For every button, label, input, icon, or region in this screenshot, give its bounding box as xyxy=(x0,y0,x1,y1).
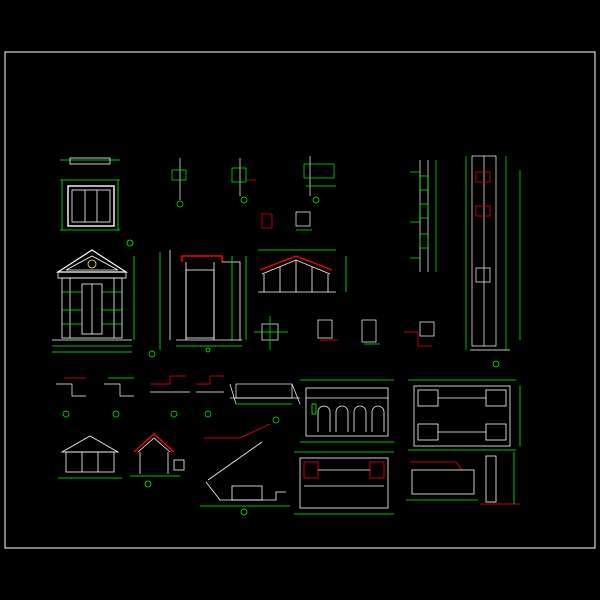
stair-section-detail xyxy=(200,423,290,516)
gable-roof-section-detail xyxy=(258,249,347,293)
small-gable-elevation-detail xyxy=(58,435,122,479)
column-elevation-left-detail xyxy=(410,160,437,272)
bay-window-plan-detail xyxy=(408,379,521,451)
window-elevation-detail xyxy=(60,157,120,231)
mid-details-row xyxy=(254,316,435,350)
parapet-detail xyxy=(229,383,301,424)
small-details-top xyxy=(171,156,336,231)
red-gable-section-detail xyxy=(130,433,185,488)
lower-wall-section-detail xyxy=(294,451,394,515)
arched-wall-elevation-detail xyxy=(300,379,394,443)
lower-right-details xyxy=(406,452,520,505)
portico-elevation-detail xyxy=(52,239,135,353)
sheet-frame xyxy=(4,51,596,549)
portico-section-detail xyxy=(148,250,247,358)
column-elevation-right-detail xyxy=(465,155,521,368)
lower-left-details xyxy=(56,375,224,418)
